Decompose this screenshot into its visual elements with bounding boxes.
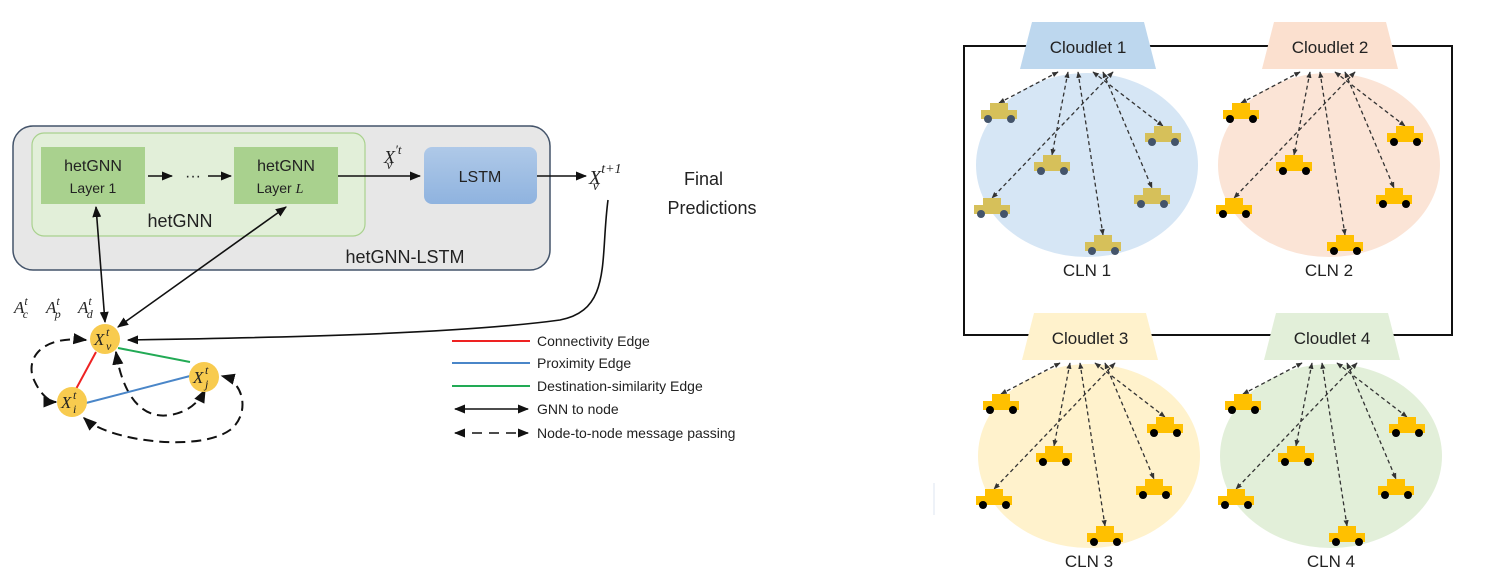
layer-L-subtitle: Layer L [257, 180, 304, 197]
cloudlet-1-label: Cloudlet 1 [1050, 38, 1127, 57]
vehicle-link [1235, 362, 1358, 490]
cloudlet-group-4: Cloudlet 4 CLN 4 [1218, 313, 1442, 571]
coverage-area-4 [1220, 364, 1442, 548]
vehicle-icon [1376, 188, 1412, 208]
vehicle-icon [1218, 489, 1254, 509]
legend-item-connectivity: Connectivity Edge [452, 333, 650, 349]
vehicle-icon [974, 198, 1010, 218]
legend-item-message-passing: Node-to-node message passing [453, 425, 735, 441]
svg-text:GNN to node: GNN to node [537, 401, 619, 417]
hetgnn-lstm-label: hetGNN-LSTM [345, 247, 464, 267]
vehicle-icon [1378, 479, 1414, 499]
hetgnn-layer-L [234, 147, 338, 204]
gnn-to-node-arrow-L [117, 206, 287, 328]
lstm-label: LSTM [459, 169, 502, 186]
cloudlet-2-icon [1262, 22, 1398, 69]
vehicle-icon [1087, 526, 1123, 546]
svg-text:j: j [203, 377, 209, 391]
svg-text:Destination-similarity Edge: Destination-similarity Edge [537, 378, 703, 394]
svg-text:t: t [106, 325, 110, 339]
cloudlet-4-label: Cloudlet 4 [1294, 329, 1371, 348]
vehicle-icon [1085, 235, 1121, 255]
layer-ellipsis: ··· [185, 168, 201, 185]
cloudlet-group-2: Cloudlet 2 CLN 2 [1216, 22, 1440, 280]
lstm-box [424, 147, 537, 204]
legend-item-gnn-to-node: GNN to node [453, 401, 619, 417]
cloudlet-1-icon [1020, 22, 1156, 69]
destination-similarity-edge [117, 347, 191, 363]
vehicle-icon [1136, 479, 1172, 499]
svg-text:X: X [93, 330, 105, 349]
vehicle-icon [976, 489, 1012, 509]
final-predictions-label: Final Predictions [667, 169, 756, 218]
node-i: X t i [57, 387, 87, 417]
svg-text:i: i [73, 402, 76, 416]
node-v: X t v [90, 324, 120, 354]
svg-text:X: X [192, 368, 204, 387]
coverage-area-1 [976, 73, 1198, 257]
legend-item-destination: Destination-similarity Edge [452, 378, 703, 394]
vehicle-icon [1216, 198, 1252, 218]
svg-text:X: X [60, 393, 72, 412]
vehicle-link [993, 362, 1116, 490]
proximity-edge [85, 375, 191, 404]
feedback-arrow [126, 199, 609, 345]
hetgnn-label: hetGNN [147, 211, 212, 231]
svg-text:t: t [73, 388, 77, 402]
cloudlet-2-label: Cloudlet 2 [1292, 38, 1369, 57]
cln-1-label: CLN 1 [1063, 261, 1111, 280]
legend: Connectivity Edge Proximity Edge Destina… [452, 333, 735, 441]
svg-text:Node-to-node message passing: Node-to-node message passing [537, 425, 735, 441]
vehicle-icon [1134, 188, 1170, 208]
cloudlet-group-3: Cloudlet 3 CLN 3 [976, 313, 1200, 571]
vehicle-icon [1327, 235, 1363, 255]
vehicle-icon [1329, 526, 1365, 546]
cln-3-label: CLN 3 [1065, 552, 1113, 571]
cloudlet-network-diagram: Cloudlet 1 CLN 1 Cloudlet 2 CLN 2 Cloudlet 3… [933, 22, 1453, 571]
cln-2-label: CLN 2 [1305, 261, 1353, 280]
legend-item-proximity: Proximity Edge [452, 355, 631, 371]
svg-text:Connectivity Edge: Connectivity Edge [537, 333, 650, 349]
coverage-area-3 [978, 364, 1200, 548]
gnn-to-node-arrow-1 [92, 205, 109, 324]
cloudlet-group-1: Cloudlet 1 CLN 1 [974, 22, 1198, 280]
vehicle-link [991, 71, 1114, 199]
hetgnn-layer-1 [41, 147, 145, 204]
message-arc-i-j [82, 373, 244, 444]
connectivity-edge [75, 351, 97, 390]
layer-1-title: hetGNN [64, 158, 122, 175]
coverage-area-2 [1218, 73, 1440, 257]
cloudlet-3-label: Cloudlet 3 [1052, 329, 1129, 348]
message-arc-v-i [30, 333, 88, 408]
hetgnn-lstm-diagram: hetGNN-LSTM hetGNN hetGNN Layer 1 ··· he… [12, 125, 757, 444]
svg-text:Proximity Edge: Proximity Edge [537, 355, 631, 371]
node-j: X t j [189, 362, 219, 392]
layer-L-title: hetGNN [257, 158, 315, 175]
vehicle-link [1233, 71, 1356, 199]
svg-text:t: t [205, 363, 209, 377]
cloudlet-3-icon [1022, 313, 1158, 360]
svg-text:v: v [106, 339, 112, 353]
layer-1-subtitle: Layer 1 [70, 180, 117, 196]
cln-4-label: CLN 4 [1307, 552, 1355, 571]
cloudlet-4-icon [1264, 313, 1400, 360]
